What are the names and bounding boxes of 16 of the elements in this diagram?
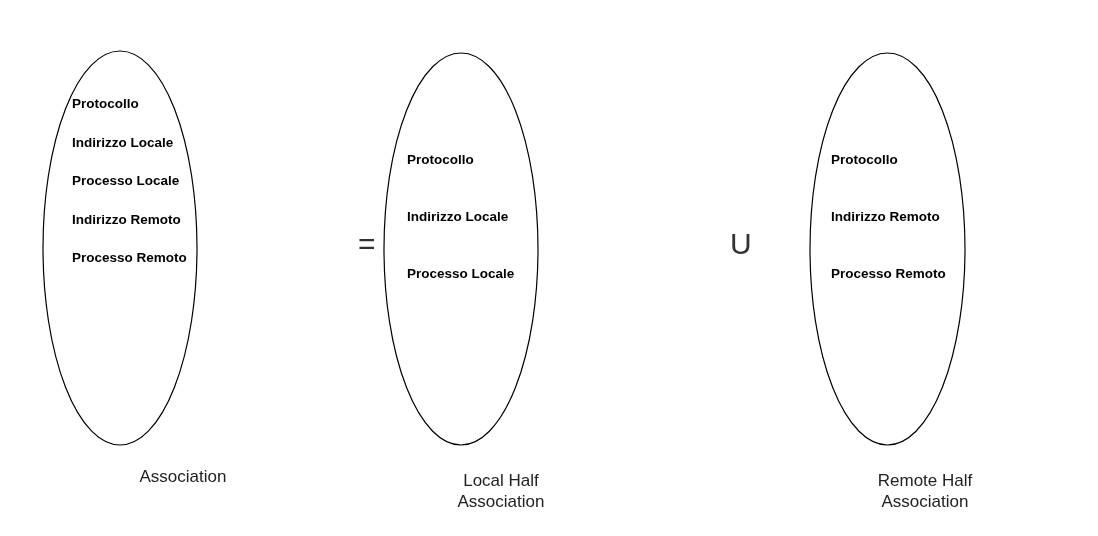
attribute-text: Indirizzo Locale	[72, 134, 174, 150]
union-sign: U	[730, 229, 752, 259]
attribute-text: Processo Remoto	[72, 250, 187, 265]
attribute-text: Protocollo	[831, 152, 898, 167]
equals-sign: =	[358, 229, 376, 259]
caption-text: Remote Half Association	[876, 470, 974, 512]
attribute-text: Processo Remoto	[831, 266, 946, 281]
caption-text: Local Half Association	[456, 470, 546, 512]
caption-text: Association	[138, 466, 228, 487]
attribute-text: Processo Locale	[407, 266, 515, 281]
attribute-text: Indirizzo Remoto	[831, 209, 940, 224]
attribute-text: Processo Locale	[72, 173, 180, 188]
attribute-text: Protocollo	[407, 152, 474, 167]
attribute-text: Protocollo	[72, 96, 139, 111]
attribute-text: Indirizzo Locale	[407, 209, 509, 224]
attribute-text: Indirizzo Remoto	[72, 211, 181, 227]
